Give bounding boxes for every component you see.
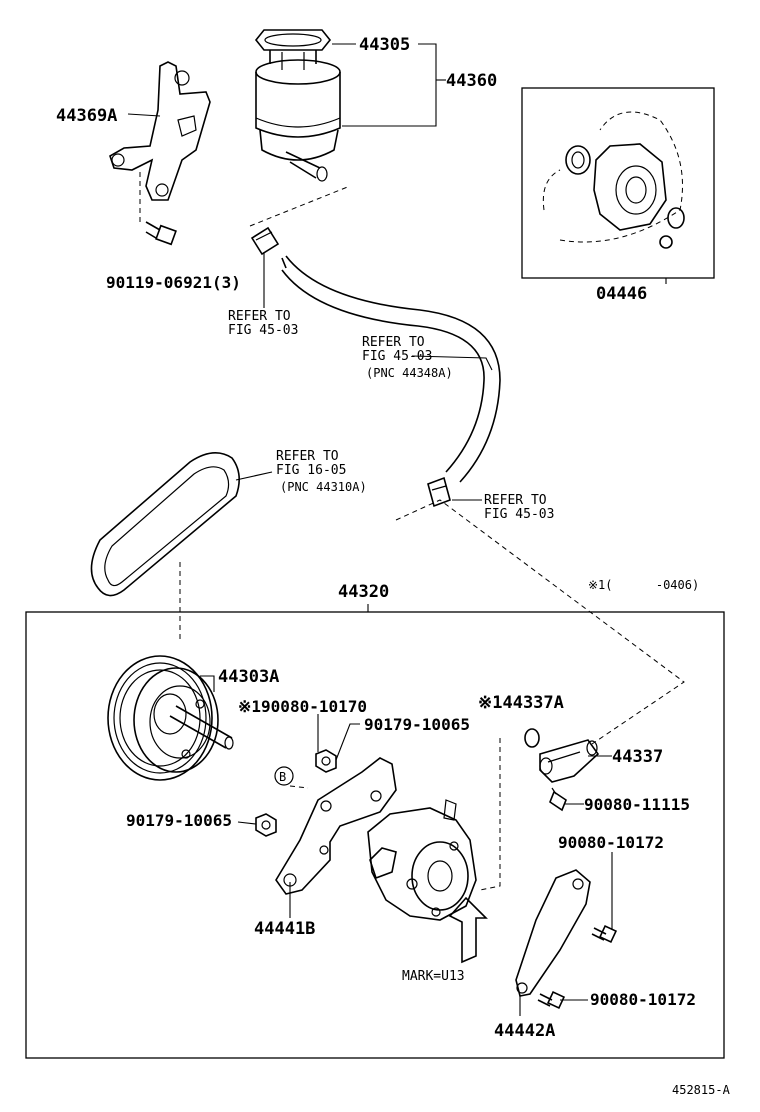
label-90080-11115: 90080-11115 <box>584 795 690 814</box>
hose-clamp-lower <box>427 476 451 508</box>
bolt-90080-11115 <box>549 787 567 812</box>
b-marker-text: B <box>279 770 286 784</box>
label-90179-10065-upper: 90179-10065 <box>364 715 470 734</box>
reservoir-tank <box>254 29 341 182</box>
pump-assembly-box <box>25 611 725 1059</box>
bracket-44441B <box>275 757 397 895</box>
label-90080-10172-upper: 90080-10172 <box>558 833 664 852</box>
label-90080-10170: ※190080-10170 <box>238 697 367 716</box>
dash-oring-pump <box>479 738 501 891</box>
pulley-44303A <box>107 655 234 781</box>
ref4-line1: REFER TO <box>484 493 547 508</box>
applicability-note: ※1( -0406) <box>588 578 699 592</box>
label-04446: 04446 <box>596 284 647 304</box>
bracket-44369A <box>109 61 211 201</box>
nut-90179-left <box>255 813 277 837</box>
bracket-44442A <box>515 869 591 997</box>
bolt-90080-10172-upper <box>591 924 618 944</box>
b-marker: B <box>274 766 294 786</box>
label-44337A: ※144337A <box>478 693 564 713</box>
figure-id: 452815-A <box>672 1083 731 1097</box>
ref2-line2: FIG 45-03 <box>362 349 432 364</box>
dash-clamp-connector <box>395 499 685 745</box>
label-44442A: 44442A <box>494 1021 555 1041</box>
label-44305: 44305 <box>359 35 410 55</box>
label-44337: 44337 <box>612 747 663 767</box>
ref3-line3: (PNC 44310A) <box>280 480 367 494</box>
connector-44337 <box>539 739 600 783</box>
label-44303A: 44303A <box>218 667 279 687</box>
ref4-line2: FIG 45-03 <box>484 507 554 522</box>
leader-lines <box>127 43 667 1016</box>
mark-label: MARK=U13 <box>402 969 465 984</box>
bolt-90119 <box>145 221 177 246</box>
ref1-line1: REFER TO <box>228 309 291 324</box>
ref3-line2: FIG 16-05 <box>276 463 346 478</box>
label-90179-10065-left: 90179-10065 <box>126 811 232 830</box>
inset-box <box>521 87 715 279</box>
label-90119-06921: 90119-06921(3) <box>106 273 241 292</box>
ref1-line2: FIG 45-03 <box>228 323 298 338</box>
label-44369A: 44369A <box>56 106 117 126</box>
hose-clamp-upper <box>250 226 280 256</box>
dash-reservoir-clamp <box>249 185 351 227</box>
ref2-line1: REFER TO <box>362 335 425 350</box>
bolt-90080-10172-lower <box>537 990 566 1010</box>
nut-90179-upper <box>315 749 337 773</box>
label-44441B: 44441B <box>254 919 315 939</box>
mark-arrow <box>448 896 488 964</box>
v-belt <box>90 452 240 597</box>
ref2-line3: (PNC 44348A) <box>366 366 453 380</box>
ref3-line1: REFER TO <box>276 449 339 464</box>
label-44360: 44360 <box>446 71 497 91</box>
power-steering-pump <box>367 799 477 921</box>
label-44320: 44320 <box>338 582 389 602</box>
pump-seal-kit <box>542 111 685 249</box>
b-dash <box>289 785 309 789</box>
o-ring-44337A <box>524 728 540 748</box>
label-90080-10172-lower: 90080-10172 <box>590 990 696 1009</box>
suction-hose <box>281 255 501 483</box>
